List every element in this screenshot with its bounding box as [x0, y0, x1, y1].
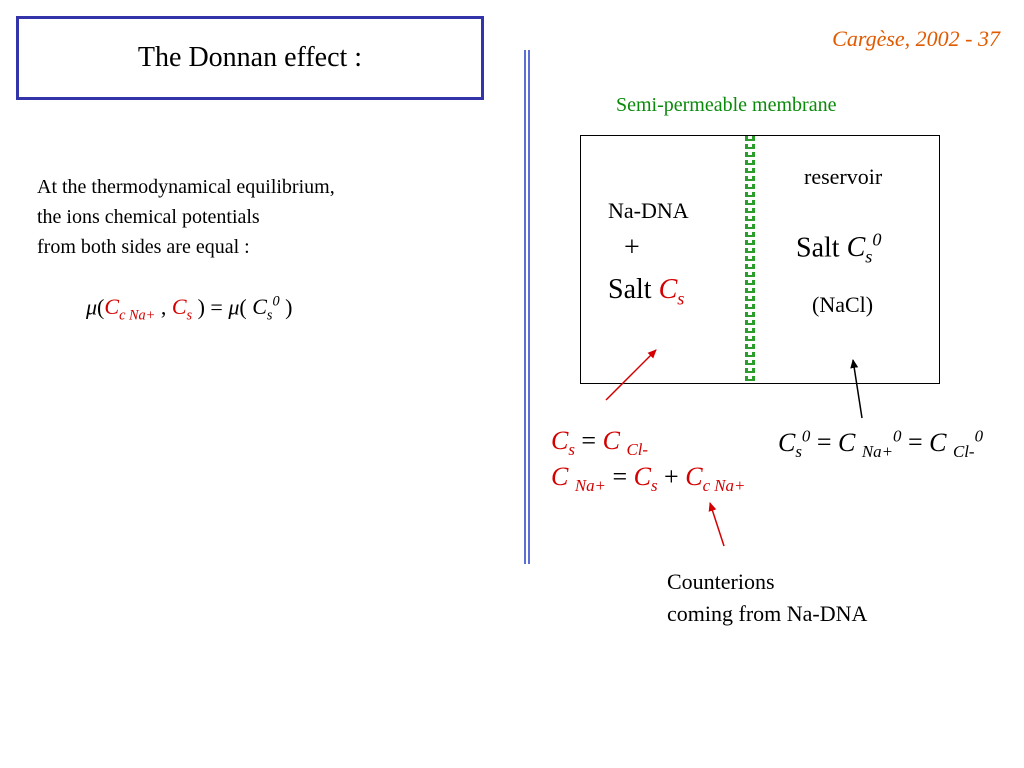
intro-line-2: the ions chemical potentials [37, 206, 260, 228]
na-dna-label: Na-DNA [608, 198, 689, 223]
intro-line-3: from both sides are equal : [37, 236, 250, 258]
arrow-to-counterions [708, 502, 725, 547]
membrane-label: Semi-permeable membrane [616, 94, 837, 116]
cs-equation: Cs = C Cl- [551, 426, 649, 460]
plus-sign: + [624, 232, 640, 263]
intro-line-1: At the thermodynamical equilibrium, [37, 176, 335, 198]
cs0-equation: Cs0 = C Na+0 = C Cl-0 [778, 426, 984, 461]
slide-footer: Cargèse, 2002 - 37 [832, 26, 1000, 51]
slide-title: The Donnan effect : [137, 42, 363, 73]
salt-cs0-right: Salt Cs0 [796, 230, 882, 267]
arrow-to-left-compartment [605, 349, 657, 401]
vertical-divider [524, 50, 530, 564]
chemical-potential-equation: μ(Cc Na+ , Cs ) = μ( Cs0 ) [86, 294, 293, 324]
counterions-line-1: Counterions [667, 569, 775, 594]
intro-text: At the thermodynamical equilibrium, the … [37, 172, 335, 262]
reservoir-label: reservoir [804, 164, 883, 189]
cna-equation: C Na+ = Cs + Cc Na+ [551, 462, 746, 496]
counterions-note: Counterions coming from Na-DNA [667, 566, 867, 630]
nacl-label: (NaCl) [812, 292, 874, 317]
arrow-to-right-compartment [850, 359, 863, 419]
membrane-core [748, 136, 752, 383]
title-box: The Donnan effect : [16, 16, 484, 100]
compartment-box [580, 135, 940, 384]
counterions-line-2: coming from Na-DNA [667, 601, 868, 626]
salt-left-word: Salt [608, 274, 659, 305]
salt-cs-left: Salt Cs [608, 274, 685, 309]
salt-right-word: Salt [796, 232, 847, 264]
